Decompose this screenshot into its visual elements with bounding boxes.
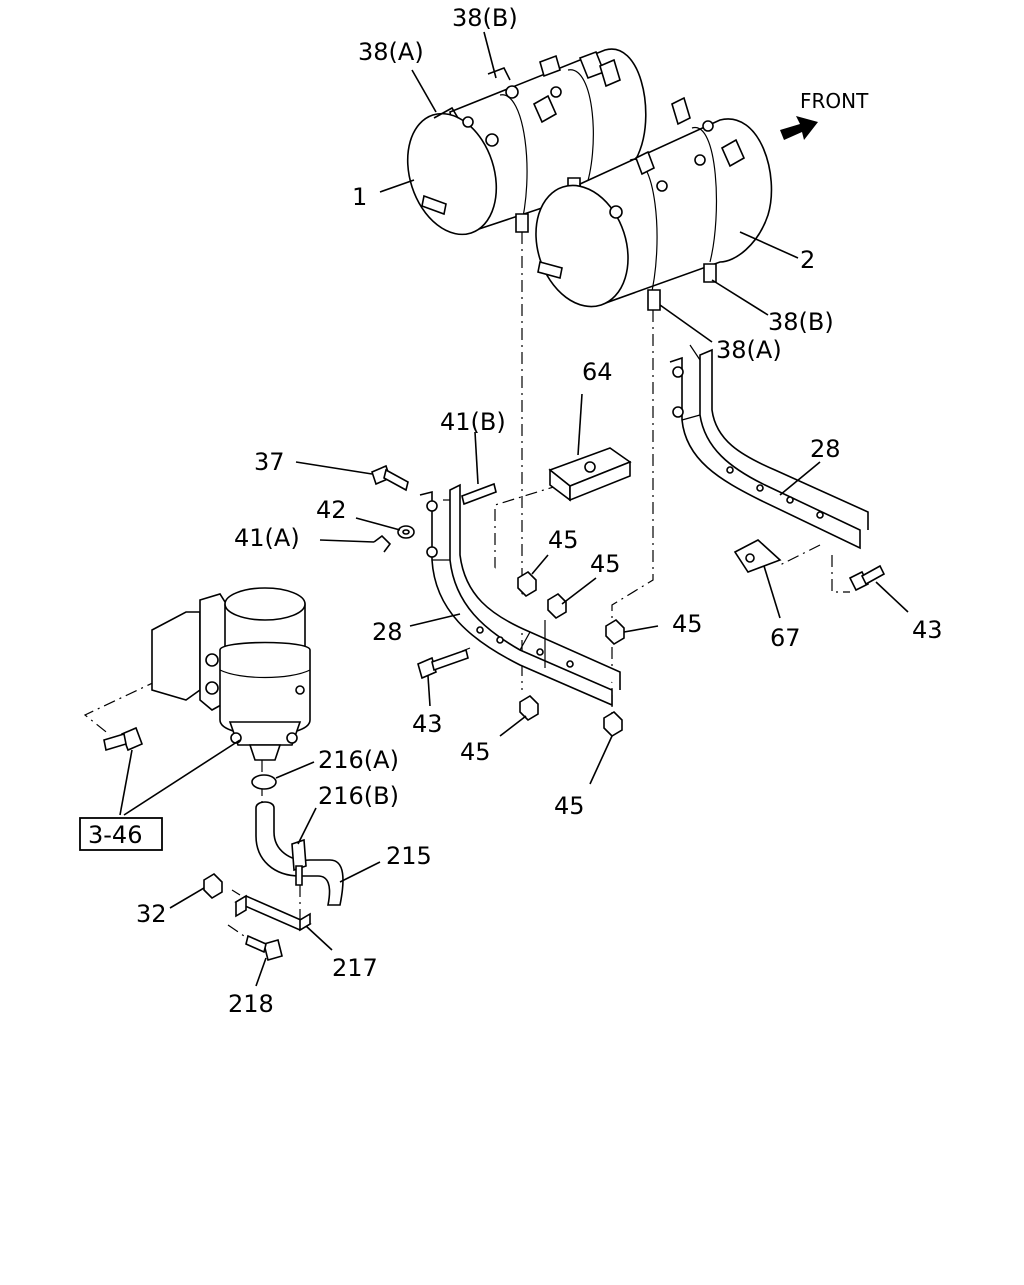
callout-41a: 41(A) xyxy=(234,524,300,552)
callout-38a-top: 38(A) xyxy=(358,38,424,66)
nut-32 xyxy=(203,872,223,900)
callout-37: 37 xyxy=(254,448,285,476)
callout-1: 1 xyxy=(352,183,367,211)
callout-217: 217 xyxy=(332,954,378,982)
fasteners xyxy=(371,464,886,738)
right-bracket-28 xyxy=(669,344,869,550)
air-tank-2 xyxy=(535,96,773,311)
ref-bolt xyxy=(103,726,144,752)
callout-218: 218 xyxy=(228,990,274,1018)
callout-43-right: 43 xyxy=(912,616,943,644)
callout-38b-top: 38(B) xyxy=(452,4,518,32)
plate-67 xyxy=(733,539,782,573)
callout-45-e: 45 xyxy=(554,792,585,820)
front-label: FRONT xyxy=(800,89,869,113)
callout-45-d: 45 xyxy=(460,738,491,766)
callout-43-left: 43 xyxy=(412,710,443,738)
callout-28-right: 28 xyxy=(810,435,841,463)
callout-38a-right: 38(A) xyxy=(716,336,782,364)
front-arrow-icon xyxy=(780,116,818,140)
callout-labels: FRONT 1 2 38(B) 38(A) 38(B) 38(A) 64 41(… xyxy=(79,4,943,1018)
reference-box-label: 3-46 xyxy=(88,821,142,849)
bolt-218 xyxy=(245,934,283,961)
left-bracket-28 xyxy=(419,483,621,707)
callout-28-left: 28 xyxy=(372,618,403,646)
callout-2: 2 xyxy=(800,246,815,274)
callout-42: 42 xyxy=(316,496,347,524)
callout-45-c: 45 xyxy=(672,610,703,638)
callout-215: 215 xyxy=(386,842,432,870)
air-dryer-assembly xyxy=(151,587,311,761)
front-direction-indicator xyxy=(780,116,818,140)
reference-box[interactable]: 3-46 xyxy=(79,817,163,851)
callout-45-b: 45 xyxy=(590,550,621,578)
callout-32: 32 xyxy=(136,900,167,928)
callout-45-a: 45 xyxy=(548,526,579,554)
callout-216b: 216(B) xyxy=(318,782,399,810)
callout-64: 64 xyxy=(582,358,613,386)
bracket-64 xyxy=(548,447,632,502)
callout-41b: 41(B) xyxy=(440,408,506,436)
leader-lines xyxy=(119,31,909,987)
callout-216a: 216(A) xyxy=(318,746,399,774)
callout-38b-right: 38(B) xyxy=(768,308,834,336)
callout-67: 67 xyxy=(770,624,801,652)
bracket-217 xyxy=(234,894,312,932)
